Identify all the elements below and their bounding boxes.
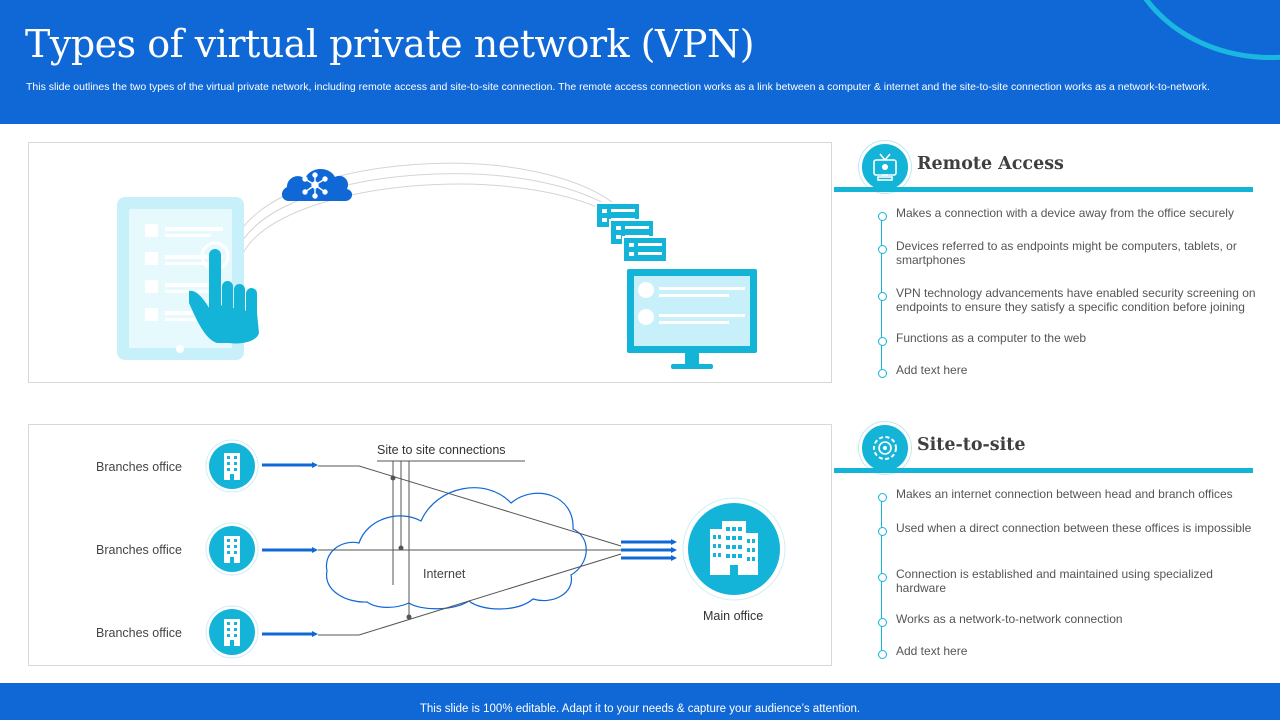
branch-building-icon-1: [205, 439, 259, 493]
remote-access-panel: [28, 142, 832, 383]
remote-computer-icon: [859, 141, 911, 193]
internet-cloud: [325, 487, 587, 610]
remote-access-illustration: [117, 162, 757, 369]
footer-band: This slide is 100% editable. Adapt it to…: [0, 683, 1280, 720]
branch-building-icon-3: [205, 605, 259, 659]
site-to-site-underline: [834, 468, 1253, 473]
header-band: Types of virtual private network (VPN) T…: [0, 0, 1280, 124]
site-to-site-title: Site-to-site: [917, 435, 1026, 455]
network-gear-icon: [859, 422, 911, 474]
branch-building-icon-2: [205, 522, 259, 576]
site-to-site-panel: Branches office Branches office Branches…: [28, 424, 832, 666]
page-subtitle: This slide outlines the two types of the…: [26, 81, 1210, 93]
site-to-site-diagram: Branches office Branches office Branches…: [96, 439, 786, 659]
main-office-icon: [682, 497, 786, 601]
main-office-link-arrows: [621, 539, 677, 561]
connections-label: Site to site connections: [377, 443, 506, 457]
decorative-arc: [1120, 0, 1280, 60]
monitor-icon: [627, 269, 757, 369]
branch-link-arrows: [262, 462, 318, 637]
page-title: Types of virtual private network (VPN): [25, 22, 755, 66]
footer-text: This slide is 100% editable. Adapt it to…: [419, 703, 861, 715]
main-office-label: Main office: [703, 609, 763, 623]
remote-access-title: Remote Access: [917, 154, 1064, 174]
pointing-hand-icon: [189, 241, 259, 344]
branch-label-1: Branches office: [96, 460, 182, 474]
remote-access-underline: [834, 187, 1253, 192]
cloud-network-icon: [281, 168, 353, 201]
branch-label-2: Branches office: [96, 543, 182, 557]
branch-label-3: Branches office: [96, 626, 182, 640]
data-cards-icon: [595, 202, 668, 263]
internet-label: Internet: [423, 567, 466, 581]
